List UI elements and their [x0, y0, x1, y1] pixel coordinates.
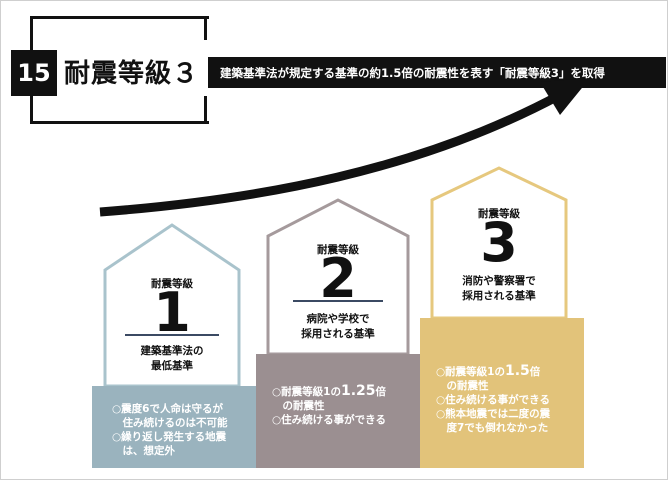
level-1-label: 耐震等級 [151, 278, 193, 290]
level-3-description: 消防や警察署で 採用される基準 [432, 274, 566, 304]
rising-arrow-icon [99, 91, 563, 217]
headline-banner: 建築基準法が規定する基準の約1.5倍の耐震性を表す「耐震等級3」を取得 [208, 57, 666, 88]
level-1-divider [125, 334, 219, 336]
rising-arrow-head-icon [540, 78, 590, 115]
level-3-bullet-1-suffix: 倍 [529, 366, 541, 378]
level-1-bullet-3: ○繰り返し発生する地震 [112, 431, 227, 443]
level-1-description: 建築基準法の 最低基準 [105, 344, 239, 374]
level-2-panel [256, 354, 420, 468]
level-2-bullet-1-value: 1.25 [340, 383, 376, 399]
level-1-panel [92, 386, 256, 468]
level-2-description-line-1: 病院や学校で [306, 313, 370, 325]
level-3-description-line-1: 消防や警察署で [462, 275, 536, 287]
level-2-bullet-1: ○耐震等級1の1.25倍 [272, 384, 386, 399]
level-3-bullet-2: の耐震性 [436, 380, 489, 392]
level-2-bullet-1-prefix: ○耐震等級1の [272, 386, 341, 398]
level-3-panel [420, 318, 584, 468]
level-2-bullet-1-suffix: 倍 [375, 386, 387, 398]
level-3-description-line-2: 採用される基準 [462, 290, 536, 302]
header-bracket-tick-bottom [204, 96, 207, 121]
level-3-bullet-1-value: 1.5 [504, 363, 530, 379]
level-2-description: 病院や学校で 採用される基準 [268, 312, 408, 342]
level-3-label: 耐震等級 [478, 208, 520, 220]
level-1-description-line-2: 最低基準 [151, 360, 193, 372]
level-3-bullet-3: ○住み続ける事ができる [436, 394, 550, 406]
level-1-number: 1 [153, 281, 191, 344]
header-bracket-tick-top [204, 16, 207, 40]
level-1-bullet-2: 住み続けるのは不可能 [112, 417, 228, 429]
level-2-description-line-2: 採用される基準 [301, 328, 375, 340]
level-1-bullets: ○震度6で人命は守るが 住み続けるのは不可能 ○繰り返し発生する地震 は、想定外 [112, 402, 228, 458]
level-2-label: 耐震等級 [317, 244, 359, 256]
level-3-bullet-4: ○熊本地震では二度の震 [436, 408, 551, 420]
level-2-number: 2 [319, 247, 357, 310]
level-3-number: 3 [480, 211, 518, 274]
level-3-bullet-1: ○耐震等級1の1.5倍 [436, 364, 550, 379]
section-number-badge: 15 [11, 50, 57, 96]
level-3-bullet-5: 度7でも倒れなかった [436, 422, 549, 434]
level-3-bullet-1-prefix: ○耐震等級1の [436, 366, 505, 378]
level-1-description-line-1: 建築基準法の [140, 345, 204, 357]
level-3-bullets: ○耐震等級1の1.5倍 の耐震性 ○住み続ける事ができる ○熊本地震では二度の震… [436, 364, 550, 435]
level-2-bullet-3: ○住み続ける事ができる [272, 414, 386, 426]
level-2-bullet-2: の耐震性 [272, 400, 325, 412]
level-1-bullet-4: は、想定外 [112, 445, 175, 457]
level-1-bullet-1: ○震度6で人命は守るが [112, 403, 223, 415]
page-title: 耐震等級３ [64, 59, 200, 89]
level-2-bullets: ○耐震等級1の1.25倍 の耐震性 ○住み続ける事ができる [272, 384, 386, 427]
level-2-divider [293, 300, 383, 302]
